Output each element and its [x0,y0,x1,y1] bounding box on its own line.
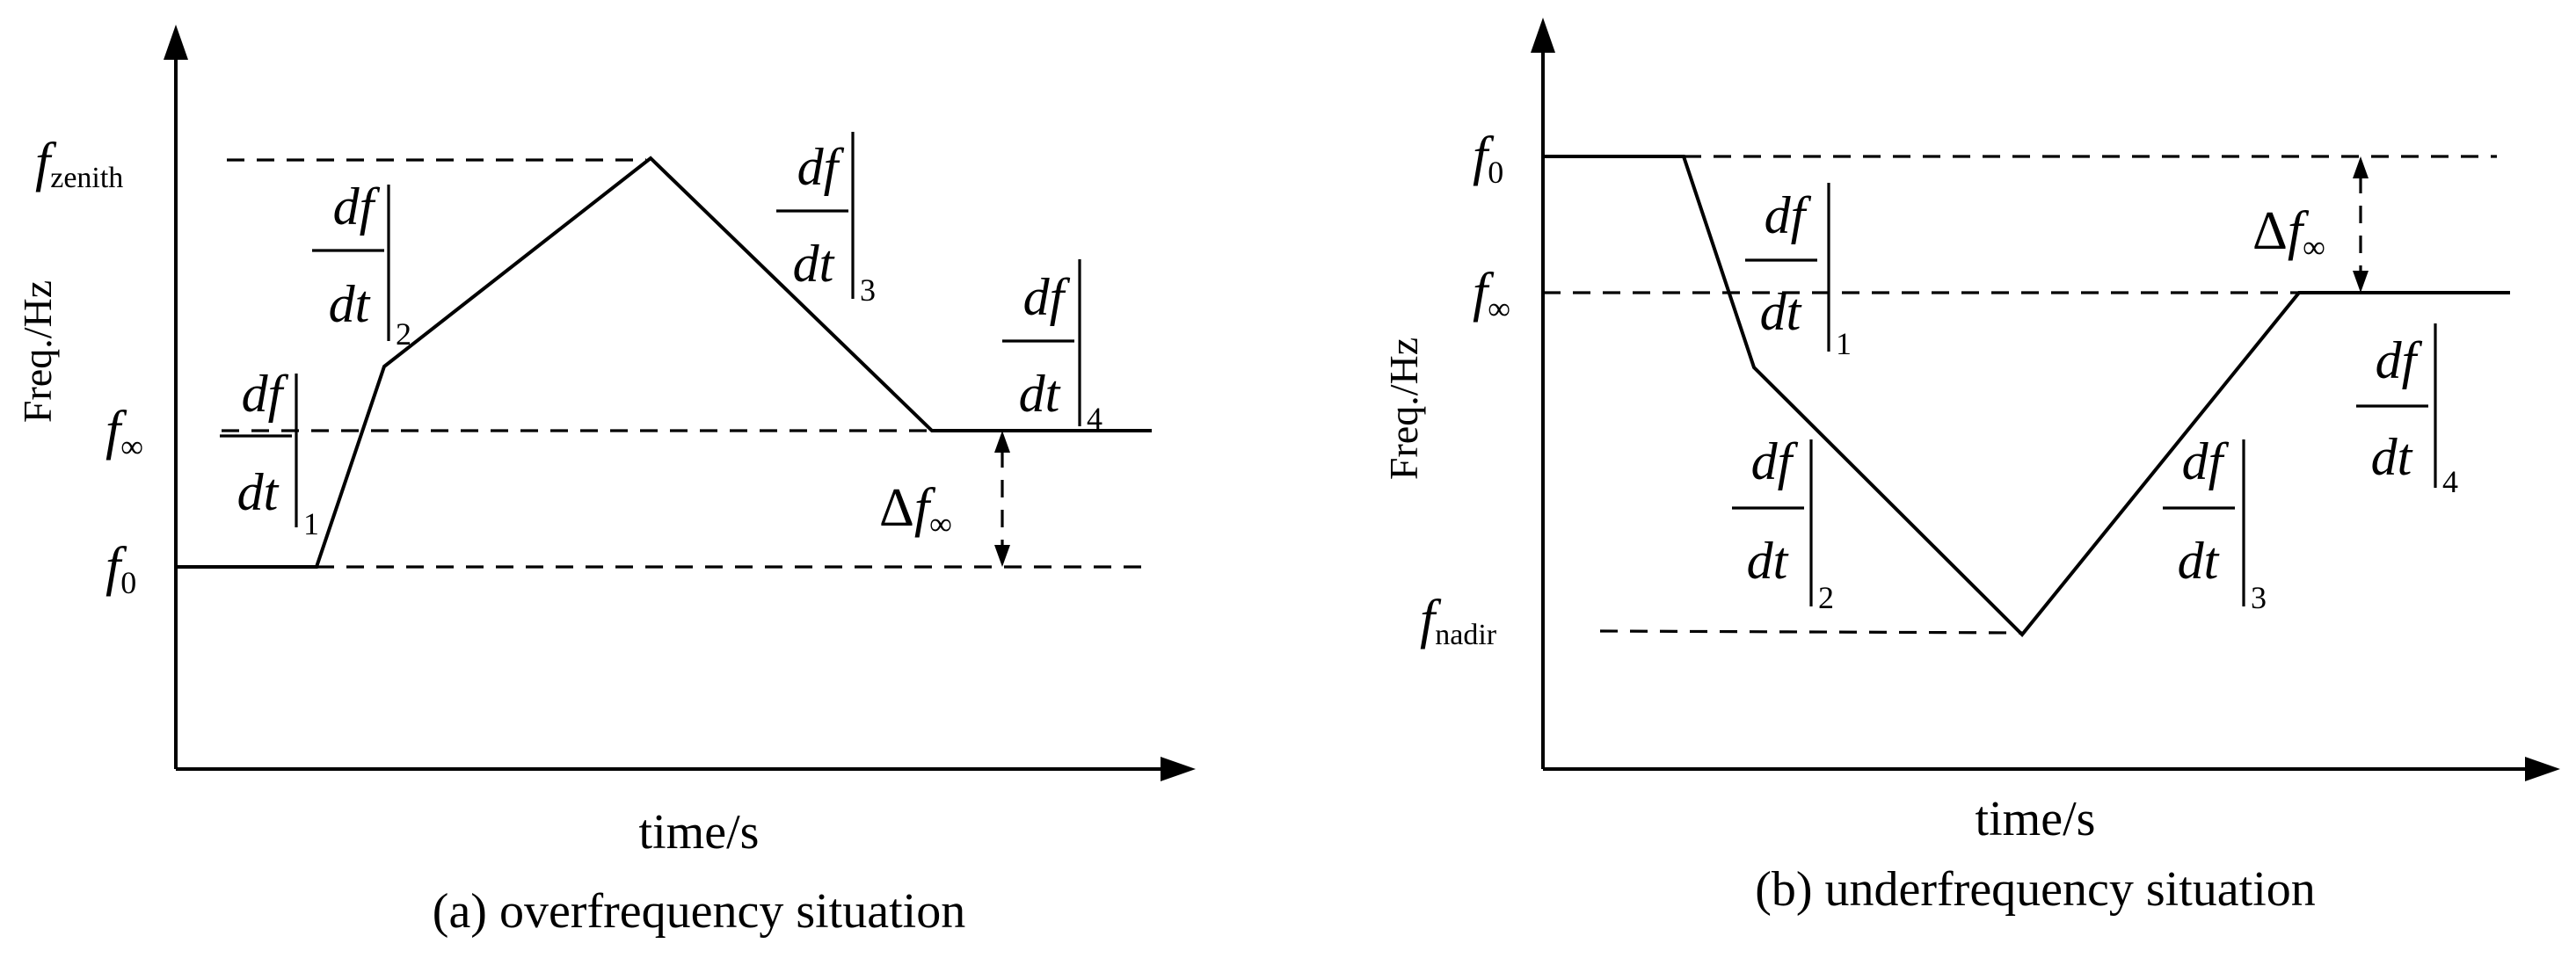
panel-b-delta-arrow [2353,156,2369,293]
panel-b-label-delta-finf: Δf∞ [2252,201,2325,265]
panel-a-label-f-inf: f∞ [106,401,143,464]
panel-b-x-axis-title: time/s [1976,792,2096,846]
svg-text:df: df [333,178,381,236]
svg-text:dt: dt [1747,532,1789,590]
panel-a-derivative-2: df dt 2 [312,178,411,352]
panel-a-delta-arrow [994,431,1010,567]
panel-b: Freq./Hz f0 f∞ fnadir Δf∞ df dt 1 df dt [1381,18,2560,917]
panel-a: Freq./Hz fzenith f∞ f0 Δf∞ df dt 1 df dt [15,25,1196,939]
panel-a-x-axis-title: time/s [639,805,760,860]
svg-text:4: 4 [1087,401,1102,436]
panel-b-derivative-2: df dt 2 [1732,432,1834,615]
svg-text:4: 4 [2442,464,2458,499]
panel-b-label-f0: f0 [1473,127,1503,190]
panel-a-derivative-1: df dt 1 [220,365,319,541]
svg-text:df: df [797,138,845,196]
panel-b-axes [1531,18,2560,781]
svg-text:dt: dt [329,275,371,333]
panel-a-y-axis-arrowhead [164,25,188,60]
panel-b-derivative-1: df dt 1 [1745,183,1852,361]
panel-b-label-f-nadir: fnadir [1420,590,1497,651]
svg-text:1: 1 [1836,326,1852,361]
panel-b-derivative-4: df dt 4 [2356,323,2458,499]
svg-text:dt: dt [237,463,280,521]
svg-text:df: df [2376,331,2423,389]
panel-a-axes [164,25,1196,781]
panel-a-frequency-curve [176,156,1152,569]
panel-a-y-axis-title: Freq./Hz [15,280,60,423]
svg-text:df: df [2182,432,2230,490]
svg-text:dt: dt [2178,532,2220,590]
svg-text:dt: dt [793,235,835,293]
panel-a-label-delta-finf: Δf∞ [879,478,952,541]
svg-text:3: 3 [860,272,876,308]
svg-text:dt: dt [1019,365,1061,423]
panel-a-derivative-4: df dt 4 [1002,259,1102,436]
svg-text:dt: dt [2371,428,2413,486]
svg-text:df: df [1751,432,1799,490]
svg-text:2: 2 [1818,580,1834,615]
svg-text:df: df [1765,186,1812,244]
panel-b-y-axis-title: Freq./Hz [1381,337,1426,480]
panel-a-caption: (a) overfrequency situation [433,884,965,939]
svg-text:df: df [242,365,289,423]
svg-text:2: 2 [396,316,411,352]
panel-b-nadir-dashed-line [1599,629,2023,635]
panel-b-derivative-3: df dt 3 [2163,432,2267,615]
panel-b-x-axis-arrowhead [2525,757,2560,781]
svg-text:dt: dt [1760,283,1802,341]
svg-text:1: 1 [303,506,319,541]
panel-b-label-f-inf: f∞ [1473,263,1510,326]
panel-a-x-axis-arrowhead [1161,757,1196,781]
panel-b-frequency-curve [1543,155,2510,637]
panel-b-caption: (b) underfrequency situation [1755,862,2316,917]
panel-a-label-f0: f0 [106,537,136,600]
panel-a-derivative-3: df dt 3 [776,132,876,308]
panel-b-y-axis-arrowhead [1531,18,1555,53]
svg-text:df: df [1023,268,1071,326]
svg-text:3: 3 [2251,580,2267,615]
panel-a-label-f-zenith: fzenith [35,133,123,194]
